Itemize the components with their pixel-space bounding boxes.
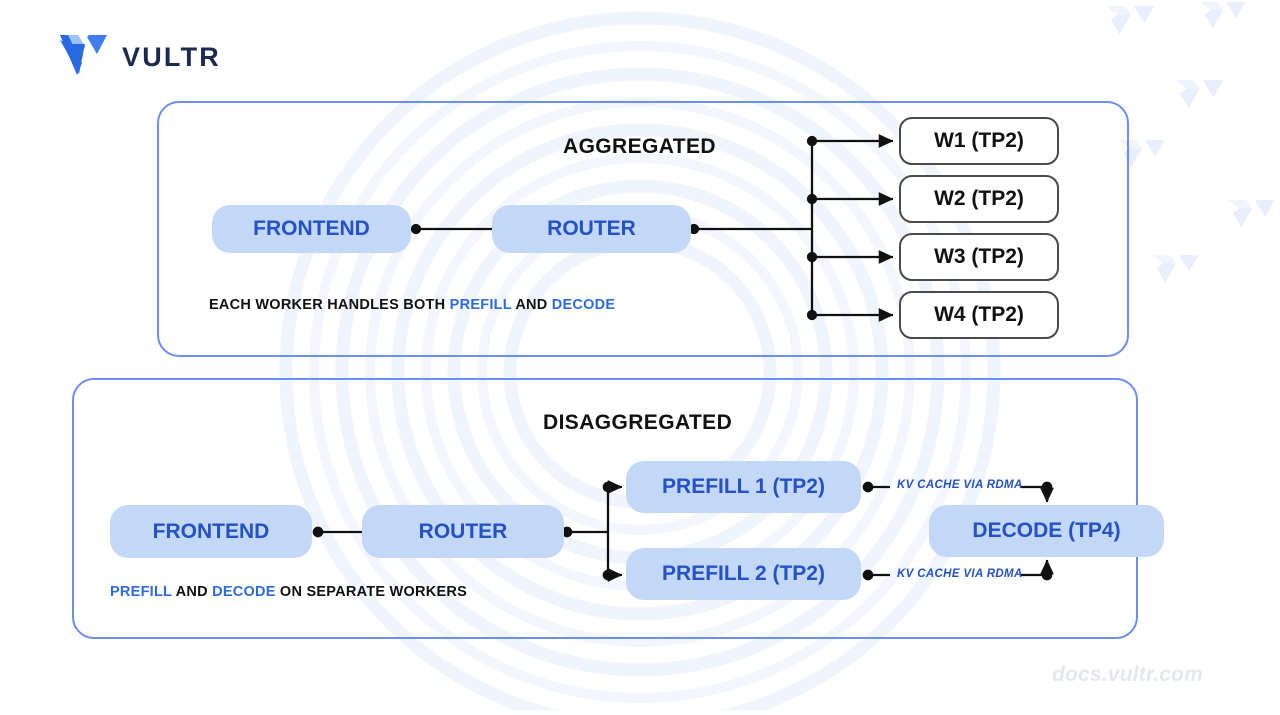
aggregated-title: AGGREGATED: [563, 135, 716, 158]
aggregated-frontend-node[interactable]: FRONTEND: [212, 205, 411, 253]
decode-node[interactable]: DECODE (TP4): [929, 505, 1164, 557]
vultr-wordmark: VULTR: [122, 42, 221, 72]
caption2-text-3: ON SEPARATE WORKERS: [275, 584, 468, 600]
v-watermark-pattern: [1106, 2, 1275, 283]
caption-text-2: AND: [511, 297, 552, 313]
caption-text-1: EACH WORKER HANDLES BOTH: [209, 297, 450, 313]
rdma-label-top: KV CACHE VIA RDMA: [897, 479, 1023, 491]
docs-watermark: docs.vultr.com: [1052, 663, 1204, 686]
worker-node-w2[interactable]: W2 (TP2): [899, 175, 1059, 223]
worker-node-w4[interactable]: W4 (TP2): [899, 291, 1059, 339]
prefill-2-node[interactable]: PREFILL 2 (TP2): [626, 548, 861, 600]
aggregated-router-node[interactable]: ROUTER: [492, 205, 691, 253]
caption2-text-2: AND: [171, 584, 213, 600]
vultr-logo: VULTR: [58, 32, 221, 83]
caption-prefill-highlight: PREFILL: [449, 297, 512, 313]
caption-decode-highlight: DECODE: [551, 297, 616, 313]
vultr-v-logo-icon: [58, 32, 108, 83]
caption2-decode-highlight: DECODE: [212, 584, 276, 600]
disaggregated-title: DISAGGREGATED: [543, 411, 733, 434]
caption2-prefill-highlight: PREFILL: [110, 584, 172, 600]
disaggregated-caption: PREFILL AND DECODE ON SEPARATE WORKERS: [110, 584, 467, 600]
rdma-label-bottom: KV CACHE VIA RDMA: [897, 568, 1023, 580]
disaggregated-frontend-node[interactable]: FRONTEND: [110, 505, 312, 558]
worker-node-w3[interactable]: W3 (TP2): [899, 233, 1059, 281]
worker-node-w1[interactable]: W1 (TP2): [899, 117, 1059, 165]
aggregated-caption: EACH WORKER HANDLES BOTH PREFILL AND DEC…: [209, 297, 615, 313]
disaggregated-router-node[interactable]: ROUTER: [362, 505, 564, 558]
prefill-1-node[interactable]: PREFILL 1 (TP2): [626, 461, 861, 513]
